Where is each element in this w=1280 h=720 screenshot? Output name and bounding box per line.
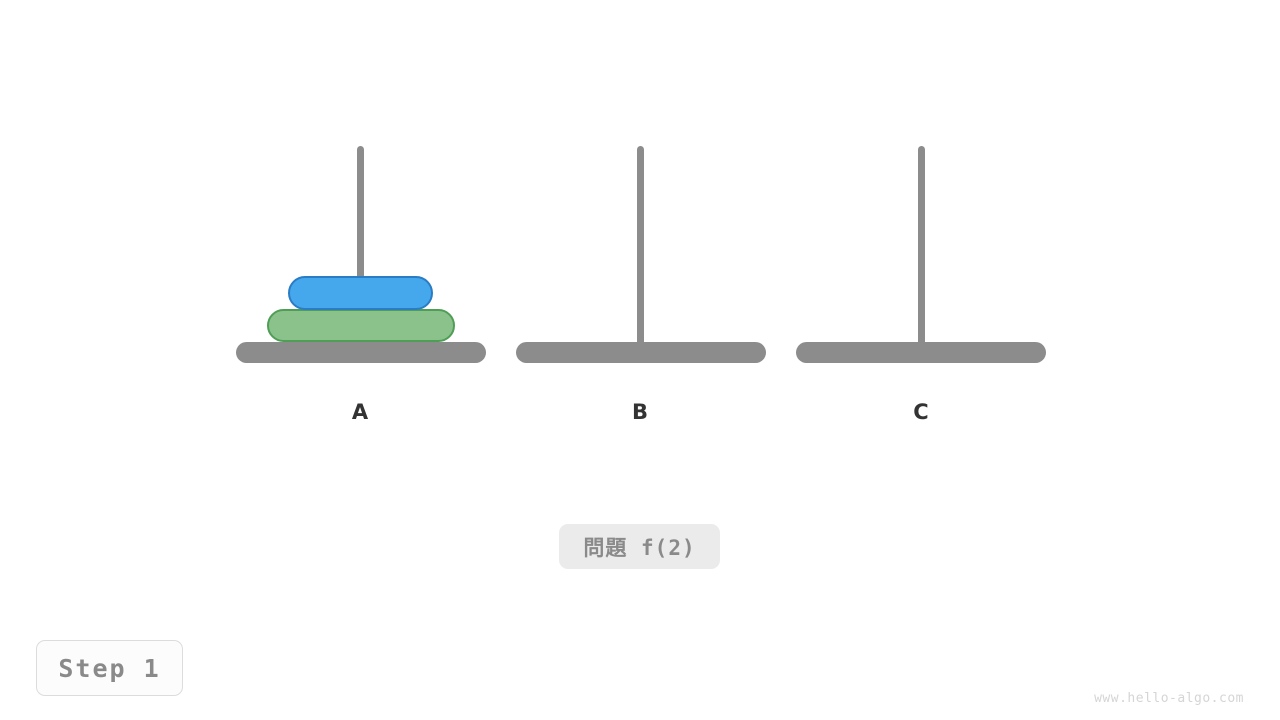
peg-c [917,146,925,346]
base-a [236,342,486,363]
peg-a [356,146,364,346]
tower-label-a: A [351,400,369,424]
tower-label-c: C [913,400,929,424]
watermark-text: www.hello-algo.com [1094,691,1244,706]
step-indicator: Step 1 [36,640,183,696]
disc-a-2 [267,309,455,342]
disc-a-1 [288,276,433,310]
tower-label-b: B [631,400,648,424]
base-c [796,342,1046,363]
problem-badge: 問題 f(2) [559,524,720,569]
base-b [516,342,766,363]
peg-b [636,146,644,346]
